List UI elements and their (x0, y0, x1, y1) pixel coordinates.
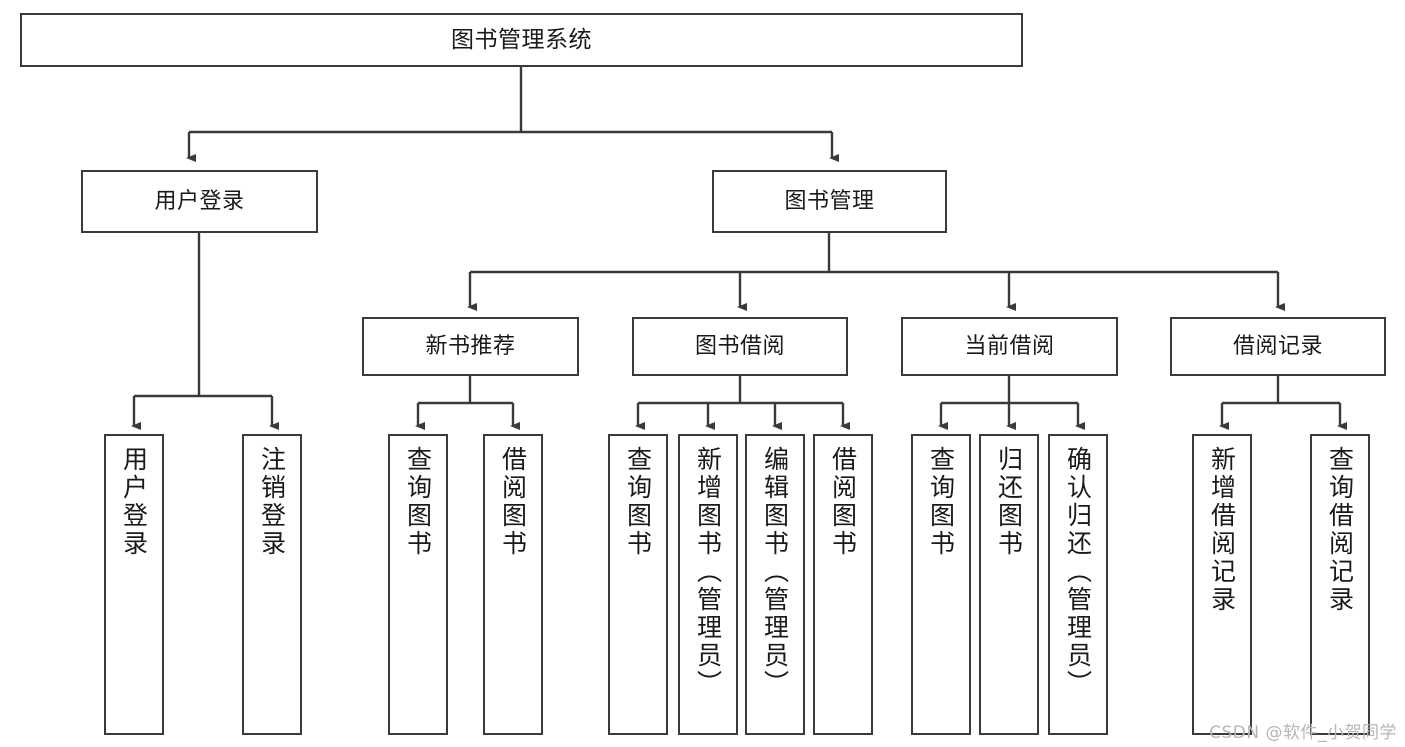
node-label: 当前借阅 (964, 333, 1055, 359)
node-label: 查询图书 (403, 446, 433, 558)
leaf-logout-login[interactable]: 注销登录 (242, 434, 302, 735)
leaf-user-login[interactable]: 用户登录 (104, 434, 164, 735)
node-new-book-recommend[interactable]: 新书推荐 (362, 317, 579, 376)
leaf-edit-book[interactable]: 编辑图书（管理员） (745, 434, 805, 735)
leaf-query-book-recommend[interactable]: 查询图书 (388, 434, 448, 735)
leaf-borrow-book-recommend[interactable]: 借阅图书 (483, 434, 543, 735)
node-label: 新书推荐 (425, 333, 516, 359)
csdn-watermark: CSDN @软件_小贺同学 (1209, 723, 1397, 743)
node-label: 借阅记录 (1232, 333, 1323, 359)
node-label: 用户登录 (119, 446, 149, 558)
node-label: 查询图书 (623, 446, 653, 558)
node-label: 借阅图书 (498, 446, 528, 558)
leaf-query-borrow-record[interactable]: 查询借阅记录 (1310, 434, 1370, 735)
node-label: 借阅图书 (828, 446, 858, 558)
node-label: 注销登录 (257, 446, 287, 558)
node-label: 图书借阅 (694, 333, 785, 359)
node-borrow-record[interactable]: 借阅记录 (1170, 317, 1386, 376)
node-root-system[interactable]: 图书管理系统 (20, 13, 1023, 67)
leaf-confirm-return[interactable]: 确认归还（管理员） (1048, 434, 1108, 735)
node-label: 图书管理 (784, 188, 875, 214)
node-label: 图书管理系统 (451, 26, 592, 53)
node-label: 新增图书（管理员） (693, 446, 723, 698)
node-book-management[interactable]: 图书管理 (712, 170, 947, 233)
node-label: 确认归还（管理员） (1063, 446, 1093, 698)
node-label: 编辑图书（管理员） (760, 446, 790, 698)
node-current-borrow[interactable]: 当前借阅 (901, 317, 1118, 376)
node-label: 查询借阅记录 (1325, 446, 1355, 614)
leaf-add-borrow-record[interactable]: 新增借阅记录 (1192, 434, 1252, 735)
leaf-query-book-borrow[interactable]: 查询图书 (608, 434, 668, 735)
node-label: 归还图书 (994, 446, 1024, 558)
node-label: 查询图书 (926, 446, 956, 558)
node-user-login[interactable]: 用户登录 (81, 170, 318, 233)
leaf-borrow-book[interactable]: 借阅图书 (813, 434, 873, 735)
leaf-query-book-current[interactable]: 查询图书 (911, 434, 971, 735)
leaf-return-book[interactable]: 归还图书 (979, 434, 1039, 735)
node-label: 用户登录 (154, 188, 245, 214)
node-book-borrow[interactable]: 图书借阅 (632, 317, 848, 376)
leaf-add-book[interactable]: 新增图书（管理员） (678, 434, 738, 735)
node-label: 新增借阅记录 (1207, 446, 1237, 614)
